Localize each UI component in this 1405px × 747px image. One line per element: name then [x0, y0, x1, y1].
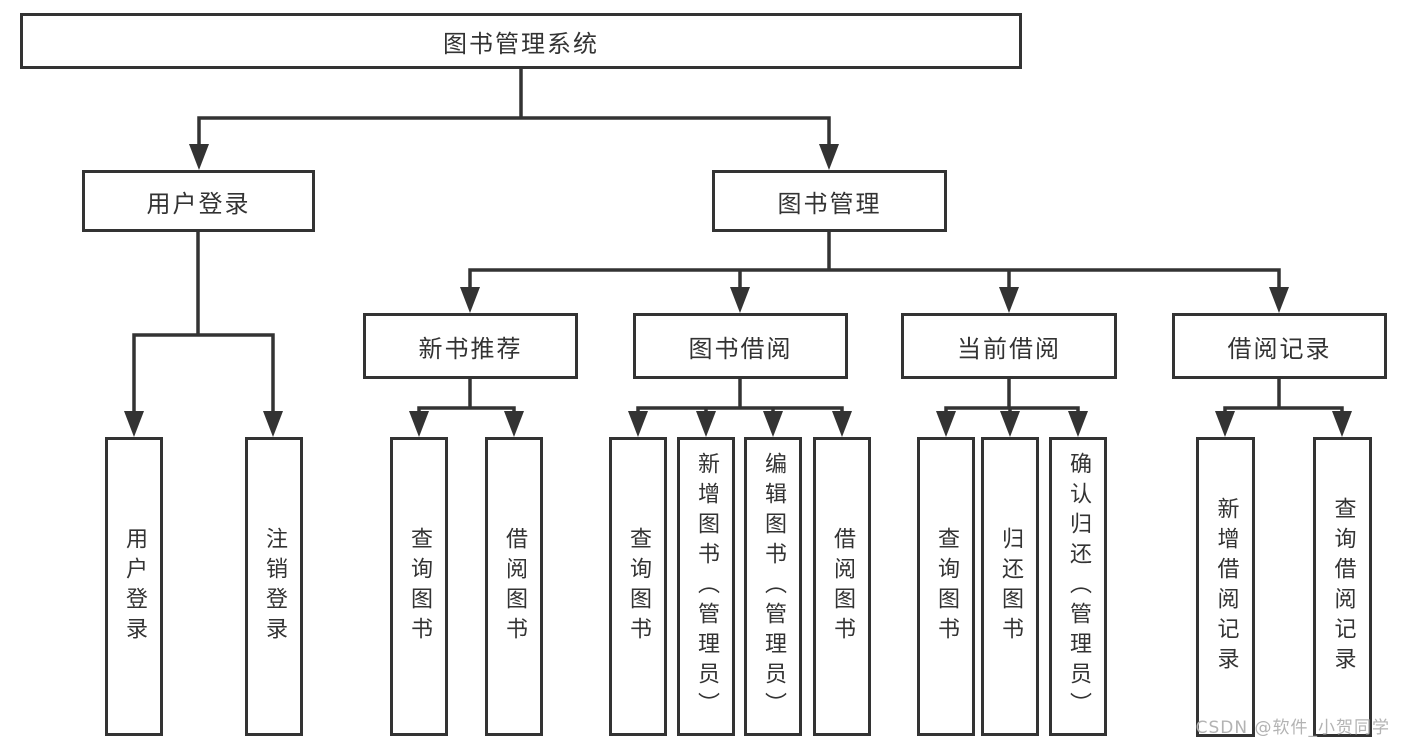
leaf-logout: 注销登录	[245, 437, 303, 736]
leaf-return-book: 归还图书	[981, 437, 1039, 736]
leaf-query-borrow-record: 查询借阅记录	[1313, 437, 1372, 737]
node-book-borrow: 图书借阅	[633, 313, 848, 379]
leaf-query-book-1: 查询图书	[390, 437, 448, 736]
leaf-query-book-2: 查询图书	[609, 437, 667, 736]
leaf-edit-book-admin: 编辑图书（管理员）	[744, 437, 802, 736]
node-borrow-records: 借阅记录	[1172, 313, 1387, 379]
node-book-management: 图书管理	[712, 170, 947, 232]
node-new-book-recommend: 新书推荐	[363, 313, 578, 379]
leaf-add-borrow-record: 新增借阅记录	[1196, 437, 1255, 737]
node-root: 图书管理系统	[20, 13, 1022, 69]
leaf-query-book-3: 查询图书	[917, 437, 975, 736]
node-current-borrow: 当前借阅	[901, 313, 1117, 379]
leaf-add-book-admin: 新增图书（管理员）	[677, 437, 735, 736]
leaf-confirm-return-admin: 确认归还（管理员）	[1049, 437, 1107, 736]
leaf-user-login: 用户登录	[105, 437, 163, 736]
leaf-borrow-book-1: 借阅图书	[485, 437, 543, 736]
csdn-watermark: CSDN @软件_小贺同学	[1195, 718, 1390, 738]
node-user-login: 用户登录	[82, 170, 315, 232]
leaf-borrow-book-2: 借阅图书	[813, 437, 871, 736]
